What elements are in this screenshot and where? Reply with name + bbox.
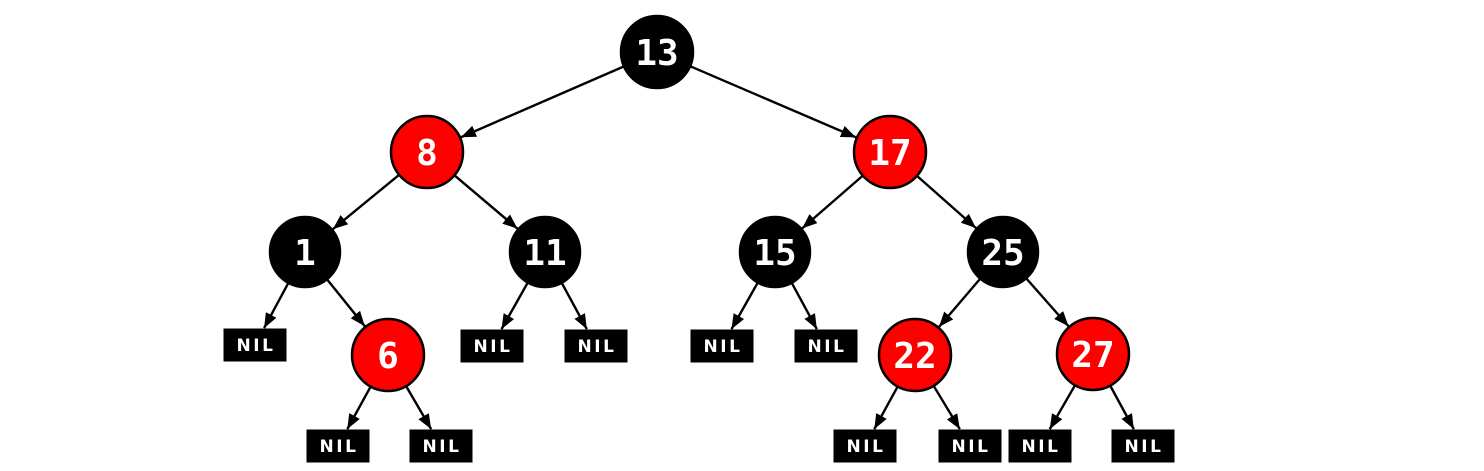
node-key-label: 6 [377, 336, 399, 377]
nil-box [223, 328, 287, 362]
nil-label: NIL [952, 437, 991, 457]
nil-label: NIL [423, 437, 462, 457]
black-node-circle [508, 215, 582, 289]
nil-leaf-nil-11R: NIL [564, 329, 628, 363]
nil-box [938, 429, 1002, 463]
edge-25-to-27 [1025, 277, 1070, 328]
edge-22-to-nil-22L [873, 385, 899, 430]
edge-13-to-17 [689, 65, 857, 139]
nil-leaf-nil-15R: NIL [794, 329, 858, 363]
red-node-circle [389, 114, 465, 190]
nil-label: NIL [320, 437, 359, 457]
node-key-label: 1 [294, 233, 316, 274]
nil-label: NIL [808, 337, 847, 357]
nil-leaf-nil-22L: NIL [833, 429, 897, 463]
edge-6-to-nil-6L [346, 385, 372, 430]
edge-1-to-nil-1L [263, 282, 290, 329]
edge-25-to-22 [938, 277, 982, 328]
nil-leaf-nil-27L: NIL [1008, 429, 1072, 463]
edge-15-to-nil-15L [730, 281, 759, 330]
tree-node-22: 22 [877, 317, 953, 393]
nil-label: NIL [847, 437, 886, 457]
edge-1-to-6 [326, 278, 366, 327]
nil-leaf-nil-27R: NIL [1111, 429, 1175, 463]
red-node-circle [852, 114, 928, 190]
edge-22-to-nil-22R [932, 385, 961, 430]
edge-15-to-nil-15R [790, 282, 818, 330]
edge-27-to-nil-27R [1109, 385, 1135, 430]
black-node-circle [268, 215, 342, 289]
red-node-circle [877, 317, 953, 393]
edge-11-to-nil-11L [500, 281, 529, 330]
edge-27-to-nil-27L [1048, 384, 1077, 430]
node-key-label: 25 [981, 233, 1024, 274]
node-key-label: 11 [523, 233, 566, 274]
nil-label: NIL [704, 337, 743, 357]
edge-17-to-25 [916, 174, 977, 230]
nil-box [833, 429, 897, 463]
nil-label: NIL [1125, 437, 1164, 457]
nil-leaf-nil-22R: NIL [938, 429, 1002, 463]
node-key-label: 15 [753, 233, 796, 274]
nil-leaf-nil-15L: NIL [690, 329, 754, 363]
tree-node-17: 17 [852, 114, 928, 190]
nil-box [794, 329, 858, 363]
node-key-label: 8 [416, 133, 438, 174]
black-node-circle [738, 215, 812, 289]
nil-box [1008, 429, 1072, 463]
nil-label: NIL [237, 336, 276, 356]
tree-node-8: 8 [389, 114, 465, 190]
tree-node-27: 27 [1055, 316, 1131, 392]
node-key-label: 13 [635, 33, 678, 74]
tree-node-25: 25 [966, 215, 1040, 289]
edge-11-to-nil-11R [560, 282, 588, 330]
nil-leaf-nil-11L: NIL [460, 329, 524, 363]
nil-leaf-nil-6R: NIL [409, 429, 473, 463]
tree-node-1: 1 [268, 215, 342, 289]
nil-box [564, 329, 628, 363]
nil-box [460, 329, 524, 363]
red-node-circle [350, 317, 426, 393]
nil-leaf-nil-6L: NIL [306, 429, 370, 463]
nil-box [1111, 429, 1175, 463]
red-node-circle [1055, 316, 1131, 392]
edge-13-to-8 [460, 65, 625, 139]
node-key-label: 17 [868, 133, 911, 174]
black-node-circle [966, 215, 1040, 289]
tree-node-11: 11 [508, 215, 582, 289]
nil-label: NIL [474, 337, 513, 357]
node-key-label: 27 [1071, 335, 1114, 376]
tree-node-6: 6 [350, 317, 426, 393]
tree-node-15: 15 [738, 215, 812, 289]
nil-box [409, 429, 473, 463]
black-node-circle [619, 14, 695, 90]
nil-label: NIL [578, 337, 617, 357]
node-key-label: 22 [893, 336, 936, 377]
nil-box [690, 329, 754, 363]
edge-8-to-11 [453, 174, 519, 230]
nil-box [306, 429, 370, 463]
edge-8-to-1 [332, 173, 400, 231]
edge-17-to-15 [801, 174, 864, 230]
edge-6-to-nil-6R [405, 385, 433, 430]
nil-label: NIL [1022, 437, 1061, 457]
nil-leaf-nil-1L: NIL [223, 328, 287, 362]
tree-node-13: 13 [619, 14, 695, 90]
